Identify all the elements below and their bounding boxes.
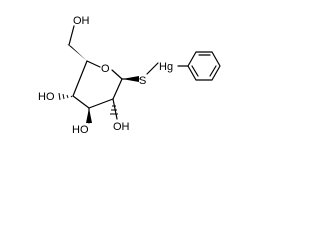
bond-c2-c3 bbox=[88, 98, 114, 109]
bond-c1-c2 bbox=[112, 78, 123, 100]
wedge-c5-c6 bbox=[67, 44, 87, 61]
bond-c3-c4 bbox=[72, 95, 90, 109]
benzene-ring bbox=[187, 51, 221, 81]
label-hg: Hg bbox=[159, 61, 173, 73]
wedge-c1-s bbox=[122, 76, 139, 82]
label-ring-o: O bbox=[101, 63, 110, 75]
bond-s-hg bbox=[146, 62, 159, 75]
bond-ring-o-c1 bbox=[111, 69, 123, 80]
label-oh-top: OH bbox=[73, 15, 90, 27]
benzene-double-bond-3 bbox=[191, 65, 199, 77]
label-oh-c2: OH bbox=[113, 121, 130, 133]
benzene-double-bond-2 bbox=[209, 65, 217, 77]
hashed-bond-c2-oh bbox=[110, 101, 118, 115]
bond-c6-oh bbox=[68, 25, 75, 46]
label-s: S bbox=[139, 75, 146, 87]
label-ho-c4: HO bbox=[38, 91, 55, 103]
hashed-bond-c4-ho bbox=[58, 92, 73, 101]
bond-c4-c5 bbox=[72, 60, 88, 97]
wedge-c3-oh bbox=[86, 108, 92, 123]
label-ho-c3: HO bbox=[72, 124, 89, 136]
structure-canvas: OH O S Hg HO HO OH bbox=[0, 0, 226, 145]
molecule-drawing: OH O S Hg HO HO OH bbox=[38, 15, 221, 136]
bond-c5-ring-o bbox=[86, 60, 101, 68]
